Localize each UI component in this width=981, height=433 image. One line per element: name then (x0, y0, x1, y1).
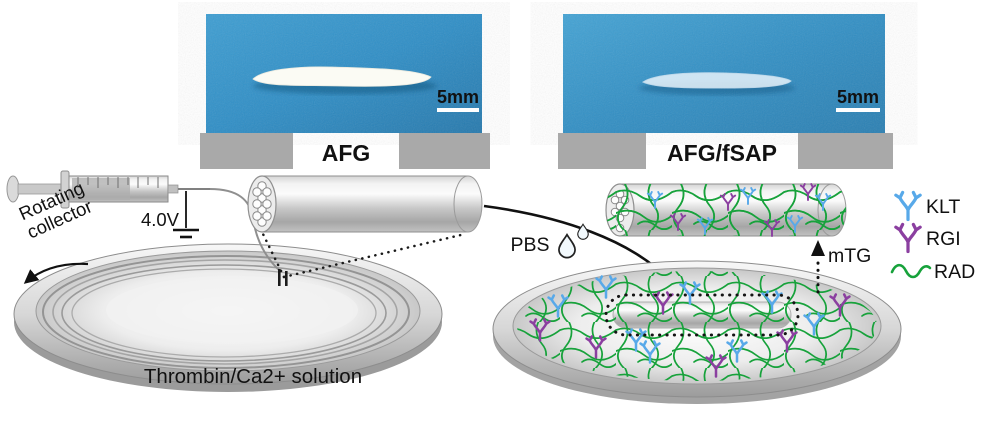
scale-label: 5mm (437, 87, 479, 107)
legend-item-rad: RAD (890, 261, 975, 283)
banner-label-afg-fsap: AFG/fSAP (667, 140, 777, 166)
y-branch-icon (894, 190, 922, 222)
voltage-label: 4.0V (141, 209, 180, 230)
legend-item-rgi: RGI (894, 222, 961, 254)
solution-label: Thrombin/Ca2+ solution (144, 365, 362, 388)
water-droplet-icon (558, 223, 589, 259)
callout-dotted-lines (261, 232, 467, 279)
banner-afg: AFG (200, 133, 490, 169)
banner-segment (399, 133, 490, 169)
cylinder-body (262, 176, 468, 232)
afg-fiber-photo (252, 66, 432, 87)
mtg-arrowhead (811, 240, 825, 256)
collector-dish: Thrombin/Ca2+ solution (13, 243, 443, 392)
photo-inset-afg: 5mm (206, 14, 482, 133)
barrel-fill (72, 178, 130, 200)
bundle-fiber-ends (252, 181, 272, 227)
treatment-dish (492, 260, 902, 404)
scale-bar (836, 108, 880, 112)
dish-highlight (106, 276, 358, 344)
y-branch-icon (894, 222, 922, 254)
plunger-thumb-pad (6, 175, 20, 203)
legend-item-klt: KLT (894, 190, 960, 222)
banner-segment (798, 133, 893, 169)
wavy-line-icon (890, 263, 932, 279)
needle-hub (167, 184, 179, 194)
scale-bar (437, 108, 479, 112)
banner-label-afg: AFG (322, 140, 371, 166)
cylinder-end-cap (453, 175, 483, 233)
syringe (6, 170, 210, 209)
banner-segment (200, 133, 293, 169)
mtg-arrow (811, 240, 825, 294)
legend-label: RAD (934, 261, 975, 283)
rotation-arrow (23, 262, 89, 284)
banner-segment (558, 133, 646, 169)
scale-label: 5mm (837, 87, 879, 107)
graduation-marks (77, 177, 159, 188)
afg-fiber-cylinder (247, 175, 483, 233)
legend: KLT RGI RAD (890, 190, 975, 283)
mtg-label: mTG (828, 245, 871, 267)
wound-fiber-grooves (42, 255, 410, 369)
banner-afg-fsap: AFG/fSAP (558, 133, 893, 169)
pbs-label: PBS (510, 234, 549, 256)
voltage-source: 4.0V (141, 191, 199, 239)
deposition-electrode (278, 269, 288, 286)
afg-fsap-cylinder (605, 183, 847, 237)
afg-fsap-fiber-photo (641, 72, 792, 89)
legend-label: RGI (926, 228, 961, 250)
cylinder-mesh-coating (606, 184, 846, 236)
legend-label: KLT (926, 196, 960, 218)
photo-inset-afg-fsap: 5mm (563, 14, 885, 133)
